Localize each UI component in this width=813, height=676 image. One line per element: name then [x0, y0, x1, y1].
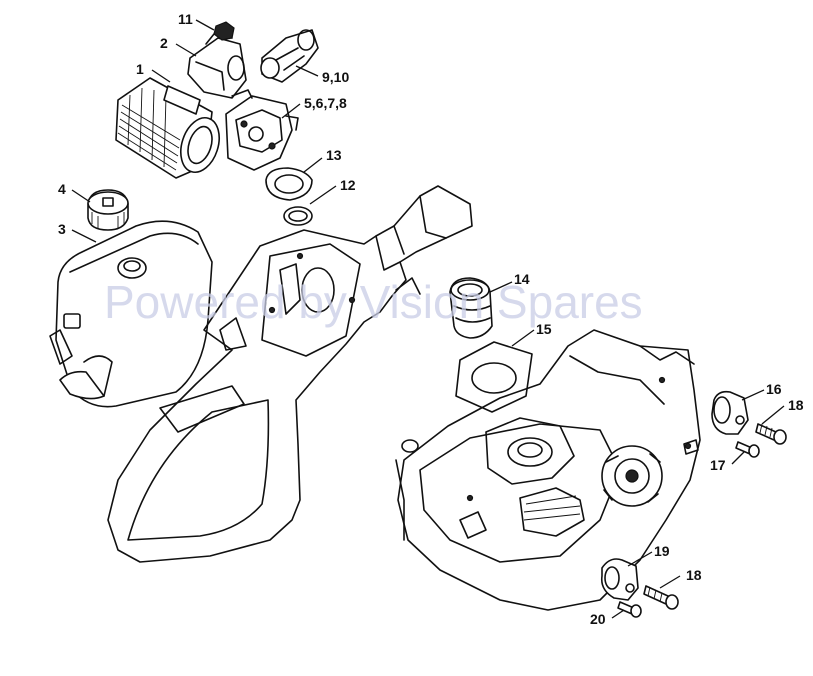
screw-18-upper-part	[755, 423, 787, 445]
callout-13: 13	[326, 147, 342, 163]
callout-11: 11	[178, 11, 193, 27]
callout-2: 2	[160, 35, 168, 51]
nut-part	[213, 21, 235, 41]
callout-20: 20	[590, 611, 606, 627]
bracket-19-part	[600, 558, 639, 601]
callout-16: 16	[766, 381, 782, 397]
shroud-part	[49, 220, 213, 408]
callout-15: 15	[536, 321, 552, 337]
carburetor-part	[225, 89, 299, 171]
screw-18-lower-part	[643, 585, 679, 610]
callout-9-10: 9,10	[322, 69, 349, 85]
gasket-part	[265, 167, 313, 201]
pipe-part	[260, 29, 319, 83]
elbow-part	[187, 33, 247, 99]
screw-17-part	[735, 441, 760, 458]
callout-19: 19	[654, 543, 670, 559]
callout-labels: 11 2 1 9,10 5,6,7,8 13 12 4 3 14 15 16 1…	[58, 11, 804, 627]
watermark-text: Powered by Vision Spares	[104, 276, 643, 328]
screw-20-part	[617, 601, 642, 618]
leader-lines	[71, 19, 785, 619]
intake-boot-part	[449, 277, 493, 339]
callout-18-upper: 18	[788, 397, 804, 413]
filler-cap-part	[87, 189, 129, 231]
air-filter-part	[115, 77, 220, 179]
callout-12: 12	[340, 177, 356, 193]
o-ring-part	[283, 206, 313, 226]
callout-3: 3	[58, 221, 66, 237]
flange-gasket-part	[455, 341, 533, 413]
callout-14: 14	[514, 271, 530, 287]
callout-5-6-7-8: 5,6,7,8	[304, 95, 347, 111]
callout-18-lower: 18	[686, 567, 702, 583]
bracket-16-part	[711, 390, 749, 435]
callout-1: 1	[136, 61, 144, 77]
callout-4: 4	[58, 181, 66, 197]
handle-housing-part	[107, 185, 473, 563]
callout-17: 17	[710, 457, 726, 473]
crankcase-part	[395, 329, 701, 611]
